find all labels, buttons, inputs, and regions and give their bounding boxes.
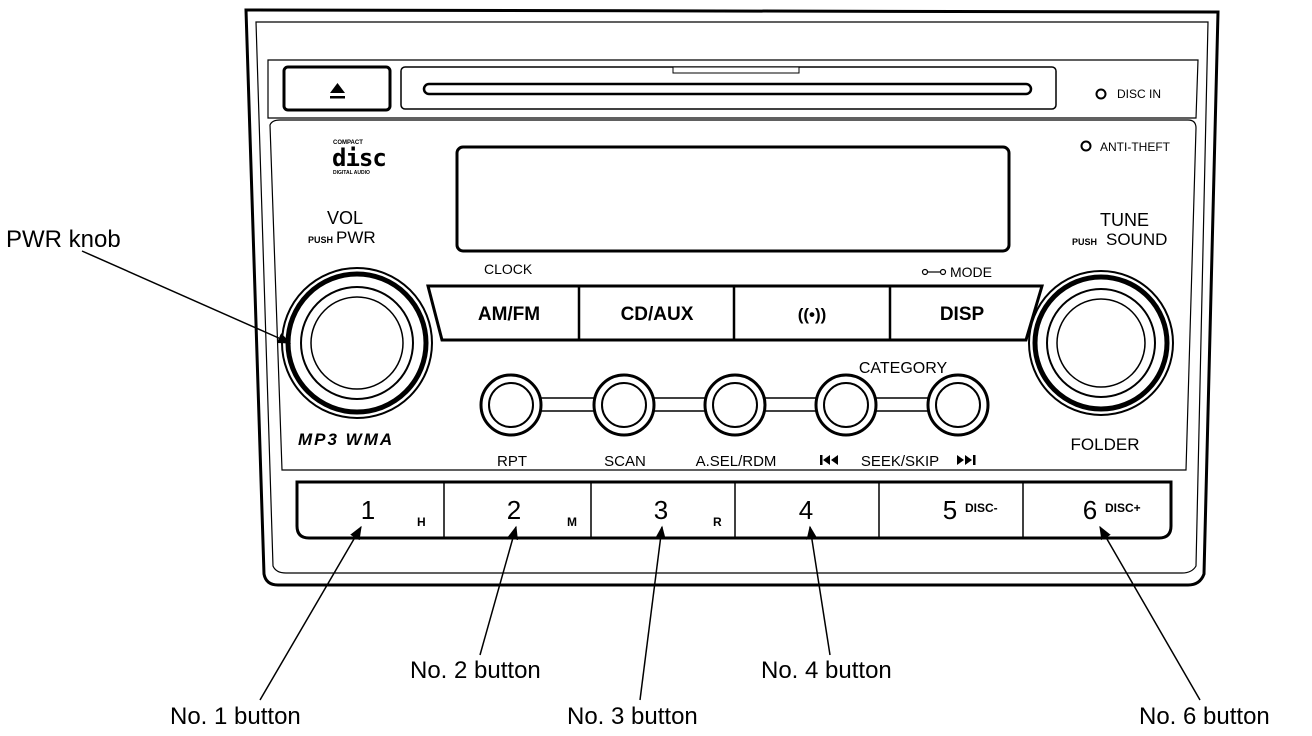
category-label: CATEGORY [859, 360, 948, 377]
xm-button[interactable]: ((•)) [798, 305, 827, 324]
seek-skip-forward-button[interactable] [926, 373, 990, 437]
svg-text:((•)): ((•)) [798, 305, 827, 324]
callout-leaders [81, 250, 1201, 701]
compact-disc-logo: COMPACT disc DIGITAL AUDIO [332, 140, 387, 176]
folder-label: FOLDER [1071, 435, 1140, 454]
svg-text:DIGITAL AUDIO: DIGITAL AUDIO [333, 170, 370, 176]
main-button-bar [426, 284, 1045, 342]
svg-text:M: M [567, 515, 577, 529]
svg-text:COMPACT: COMPACT [333, 140, 363, 146]
mp3-wma-logo: MP3 WMA [298, 430, 394, 449]
seek-skip-back-button[interactable] [814, 373, 878, 437]
svg-text:DISC-: DISC- [965, 501, 998, 515]
svg-text:PUSH: PUSH [1072, 237, 1097, 247]
no4-leader [806, 525, 831, 656]
no2-button-callout: No. 2 button [410, 657, 541, 684]
svg-text:TUNE: TUNE [1100, 210, 1149, 230]
svg-text:MODE: MODE [950, 264, 992, 280]
svg-text:2: 2 [507, 495, 521, 525]
no1-button-callout: No. 1 button [170, 703, 301, 730]
preset-button-3[interactable]: 3 R [654, 495, 722, 529]
svg-text:disc: disc [332, 144, 386, 172]
rpt-label: RPT [497, 453, 527, 470]
preset-button-2[interactable]: 2 M [507, 495, 577, 529]
disp-button[interactable]: DISP [940, 304, 985, 325]
cd-aux-button[interactable]: CD/AUX [621, 304, 694, 325]
no6-button-callout: No. 6 button [1139, 703, 1270, 730]
svg-text:R: R [713, 515, 722, 529]
no3-button-callout: No. 3 button [567, 703, 698, 730]
svg-text:H: H [417, 515, 426, 529]
svg-text:PWR: PWR [336, 228, 376, 247]
eject-button[interactable] [282, 65, 392, 112]
svg-text:SEEK/SKIP: SEEK/SKIP [861, 453, 939, 470]
am-fm-button[interactable]: AM/FM [478, 304, 540, 325]
svg-text:SOUND: SOUND [1106, 230, 1167, 249]
svg-text:VOL: VOL [327, 208, 363, 228]
svg-text:4: 4 [799, 495, 813, 525]
tune-sound-knob[interactable] [1028, 270, 1174, 416]
rpt-button[interactable] [479, 373, 543, 437]
svg-text:1: 1 [361, 495, 375, 525]
svg-text:DISC+: DISC+ [1105, 501, 1141, 515]
seek-skip-label: SEEK/SKIP [820, 453, 976, 470]
svg-text:DISP: DISP [940, 304, 985, 325]
mode-label: MODE [921, 264, 992, 280]
vol-pwr-label: VOL PUSH PWR [308, 208, 376, 247]
pwr-knob-leader [81, 250, 292, 344]
svg-text:3: 3 [654, 495, 668, 525]
preset-button-bar [295, 480, 1173, 540]
svg-text:AM/FM: AM/FM [478, 304, 540, 325]
disc-slot[interactable] [400, 66, 1057, 110]
no6-leader [1099, 525, 1201, 701]
eject-icon [330, 83, 345, 93]
tune-sound-label: TUNE PUSH SOUND [1072, 210, 1167, 249]
a-sel-rdm-button[interactable] [703, 373, 767, 437]
no4-button-callout: No. 4 button [761, 657, 892, 684]
anti-theft-label: ANTI-THEFT [1100, 140, 1171, 154]
svg-text:PUSH: PUSH [308, 235, 333, 245]
no2-leader [479, 525, 518, 656]
no1-leader [259, 525, 362, 701]
preset-button-1[interactable]: 1 H [361, 495, 426, 529]
disc-in-label: DISC IN [1117, 87, 1161, 101]
anti-theft-indicator: ANTI-THEFT [1080, 140, 1171, 154]
skip-back-icon [820, 455, 838, 465]
preset-button-6[interactable]: 6 DISC+ [1083, 495, 1141, 525]
preset-button-4[interactable]: 4 [799, 495, 813, 525]
preset-button-5[interactable]: 5 DISC- [943, 495, 998, 525]
vol-pwr-knob[interactable] [281, 267, 433, 419]
skip-forward-icon [957, 455, 976, 465]
no3-leader [639, 525, 666, 701]
svg-text:5: 5 [943, 495, 957, 525]
scan-button[interactable] [592, 373, 656, 437]
svg-text:6: 6 [1083, 495, 1097, 525]
disc-in-indicator: DISC IN [1095, 87, 1161, 101]
pwr-knob-callout: PWR knob [6, 226, 121, 253]
a-sel-rdm-label: A.SEL/RDM [696, 453, 777, 470]
clock-label: CLOCK [484, 261, 533, 277]
scan-label: SCAN [604, 453, 646, 470]
svg-text:CD/AUX: CD/AUX [621, 304, 694, 325]
display-window [455, 145, 1011, 253]
